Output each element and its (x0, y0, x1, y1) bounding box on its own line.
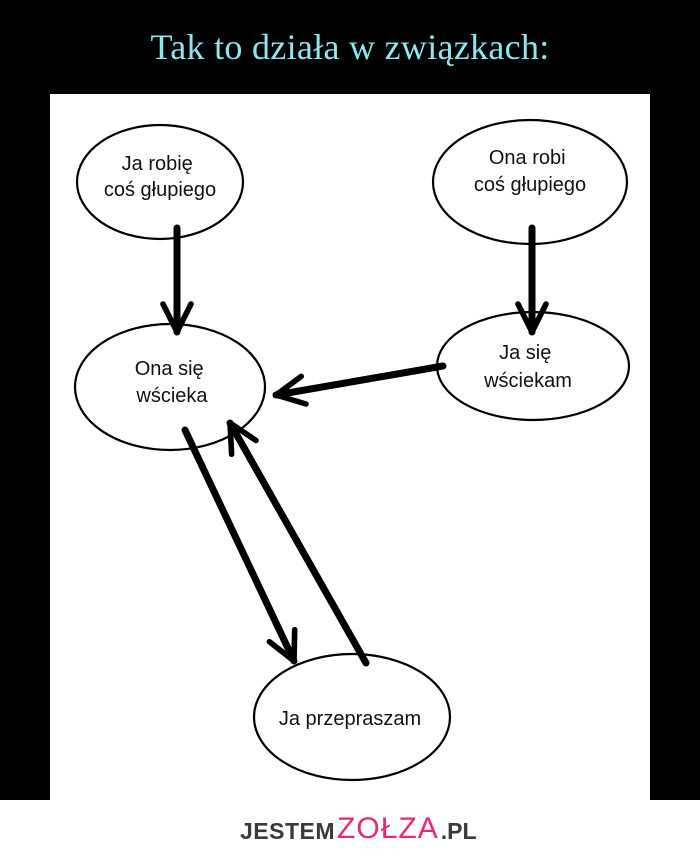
label-ja-przepraszam: Ja przepraszam (279, 708, 421, 730)
label-ona-robi: Ona robi coś głupiego (474, 147, 586, 196)
label-ja-robie-line-1: Ja robię (122, 153, 193, 175)
node-ja-robie (75, 123, 245, 241)
node-ja-przepraszam (252, 652, 452, 782)
poster-background: Tak to działa w związkach: Ja robię (0, 0, 700, 800)
label-ja-sie-wsciekam-line-1: Ja się (499, 342, 551, 364)
label-ona-robi-line-1: Ona robi (489, 147, 566, 169)
page-title: Tak to działa w związkach: (150, 27, 550, 67)
label-ja-sie-wsciekam-line-2: wściekam (483, 370, 572, 392)
label-ja-robie-line-2: coś głupiego (104, 179, 216, 201)
footer: JESTEM ZOŁZA .PL (0, 800, 700, 865)
label-ja-przepraszam-line-1: Ja przepraszam (279, 708, 421, 730)
watermark-part-zolza: ZOŁZA (337, 812, 439, 845)
label-ona-sie-wscieka-line-2: wścieka (135, 385, 208, 407)
watermark-part-pl: .PL (440, 818, 477, 844)
flow-diagram: Ja robię coś głupiego Ona robi coś głupi… (73, 118, 631, 782)
diagram-panel: Ja robię coś głupiego Ona robi coś głupi… (50, 94, 650, 800)
arrow-ja-wsciekam-to-ona-wscieka (272, 362, 447, 407)
label-ona-robi-line-2: coś głupiego (474, 174, 586, 196)
site-watermark-logo: JESTEM ZOŁZA .PL (240, 808, 477, 845)
arrow-ona-wscieka-to-przepraszam (181, 426, 298, 665)
arrow-przepraszam-to-ona-wscieka (226, 419, 370, 667)
label-ja-sie-wsciekam: Ja się wściekam (483, 342, 572, 392)
label-ona-sie-wscieka-line-1: Ona się (135, 358, 204, 380)
label-ja-robie: Ja robię coś głupiego (104, 153, 216, 201)
watermark-part-jestem: JESTEM (240, 818, 336, 844)
label-ona-sie-wscieka: Ona się wścieka (135, 358, 210, 407)
